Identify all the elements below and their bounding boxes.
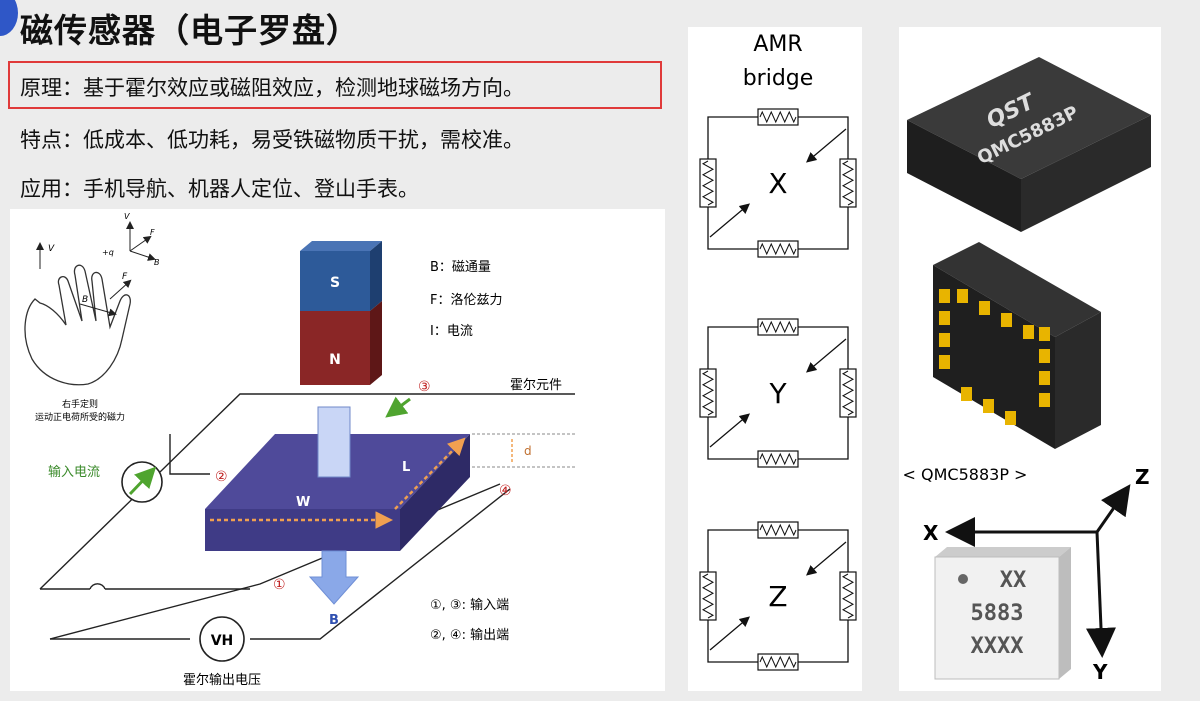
marking-line-3: XXXX — [971, 634, 1024, 659]
top-q-label: +q — [102, 248, 114, 257]
amr-bridge-z: Z — [699, 521, 857, 671]
pin1-dot — [958, 574, 968, 584]
chip-pad — [961, 387, 972, 401]
dim-d-label: d — [524, 444, 532, 458]
amr-axis-label-x: X — [768, 167, 787, 200]
axis-y-label: Y — [1092, 660, 1108, 684]
chip-pad — [939, 333, 950, 347]
chip-pad — [1023, 325, 1034, 339]
axis-x-label: X — [923, 521, 939, 545]
chip-marking-view: XX 5883 XXXX — [934, 547, 1071, 680]
hall-effect-diagram: V B F V F B +q 右手定则 运动正电荷所受的磁力 S N B：磁通量… — [10, 209, 665, 691]
chip-bottom-view — [933, 242, 1101, 449]
chip-pad — [1039, 349, 1050, 363]
terminal-1-label: ① — [273, 577, 286, 593]
input-terminals-note: ①, ③: 输入端 — [430, 597, 509, 613]
magnet-n-label: N — [329, 352, 341, 368]
chip-pad — [979, 301, 990, 315]
hand-b-label: B — [82, 295, 88, 305]
magnet: S N — [300, 241, 382, 385]
terminal-2-label: ② — [215, 469, 228, 485]
amr-axis-label-y: Y — [768, 377, 787, 410]
top-b-label: B — [154, 258, 160, 267]
marking-line-1: XX — [1000, 568, 1027, 593]
legend-i: I：电流 — [430, 324, 473, 339]
chip-pad — [957, 289, 968, 303]
applications-text: 应用：手机导航、机器人定位、登山手表。 — [20, 177, 419, 201]
qmc5883p-chip-panel: QST QMC5883P < QMC5883P > X Z Y X — [899, 27, 1161, 691]
dim-l-label: L — [402, 460, 410, 475]
axis-triad: X Z Y — [923, 465, 1150, 684]
circuit-wires — [39, 393, 575, 640]
terminal-4-label: ④ — [499, 483, 512, 499]
features-text: 特点：低成本、低功耗，易受铁磁物质干扰，需校准。 — [20, 128, 524, 152]
dim-w-label: W — [296, 495, 310, 510]
principle-highlight-box — [8, 61, 662, 109]
amr-bridge-y: Y — [699, 318, 857, 468]
chip-pad — [983, 399, 994, 413]
top-v-label: V — [124, 212, 130, 221]
amr-bridge-x: X — [699, 108, 857, 258]
chip-caption: < QMC5883P > — [903, 465, 1028, 484]
field-b-label: B — [329, 613, 339, 628]
voltmeter-label: VH — [211, 633, 234, 649]
marking-line-2: 5883 — [971, 601, 1024, 626]
principle-text: 原理：基于霍尔效应或磁阻效应，检测地球磁场方向。 — [20, 76, 524, 100]
chip-pad — [1039, 393, 1050, 407]
legend-f: F：洛伦兹力 — [430, 293, 502, 308]
top-f-label: F — [150, 228, 155, 237]
magnet-s-label: S — [330, 275, 340, 291]
hand-f-label: F — [122, 272, 128, 282]
right-hand-rule-sketch: V B F V F B +q 右手定则 运动正电荷所受的磁力 — [24, 212, 160, 423]
amr-axis-label-z: Z — [768, 580, 787, 613]
amr-title-2: bridge — [743, 66, 814, 91]
slide-badge — [0, 0, 18, 36]
chip-top-view: QST QMC5883P — [907, 57, 1151, 232]
output-terminals-note: ②, ④: 输出端 — [430, 627, 509, 643]
hall-plate: W L d — [205, 433, 575, 551]
chip-pad — [1039, 327, 1050, 341]
chip-pad — [1005, 411, 1016, 425]
amr-title-1: AMR — [753, 32, 802, 57]
amr-bridge-diagram: AMR bridge X Y Z — [688, 27, 862, 691]
legend-b: B：磁通量 — [430, 260, 491, 275]
voltmeter — [199, 616, 245, 662]
chip-pad — [939, 311, 950, 325]
chip-pad — [1001, 313, 1012, 327]
chip-pad — [1039, 371, 1050, 385]
slide-title: 磁传感器（电子罗盘） — [20, 11, 360, 50]
output-voltage-label: 霍尔输出电压 — [183, 672, 261, 688]
axis-z-label: Z — [1135, 465, 1150, 489]
chip-pad — [939, 289, 950, 303]
hall-element-label: 霍尔元件 — [510, 378, 562, 393]
chip-pad — [939, 355, 950, 369]
input-current-label: 输入电流 — [48, 464, 100, 480]
hand-caption-2: 运动正电荷所受的磁力 — [35, 411, 125, 423]
terminal-3-label: ③ — [418, 379, 431, 395]
hand-caption-1: 右手定则 — [62, 398, 98, 410]
hand-v-label: V — [48, 244, 55, 254]
